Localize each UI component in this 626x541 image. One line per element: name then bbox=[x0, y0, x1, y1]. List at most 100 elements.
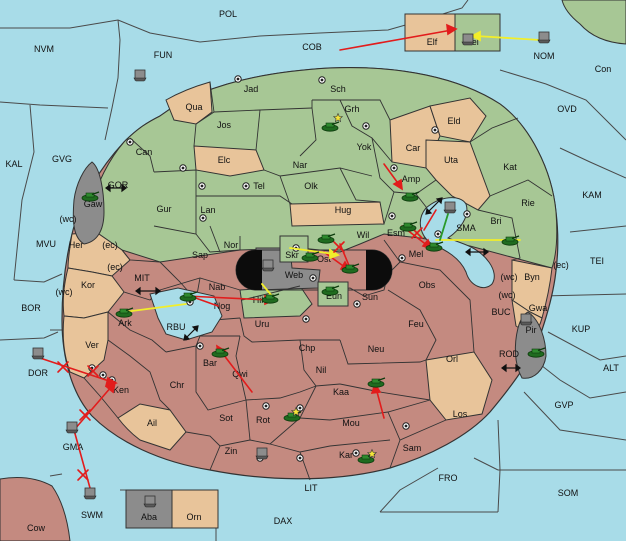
fleet-unit-icon[interactable] bbox=[65, 421, 79, 434]
support-arrow bbox=[289, 247, 335, 255]
region-label: FRO bbox=[439, 473, 458, 483]
army-unit-icon[interactable] bbox=[527, 347, 546, 358]
star-icon bbox=[332, 112, 344, 123]
region-ver[interactable] bbox=[62, 311, 109, 379]
army-unit-icon[interactable] bbox=[283, 411, 302, 422]
region-elc[interactable] bbox=[193, 145, 265, 177]
region-label: GVP bbox=[554, 400, 573, 410]
supply-center-dot bbox=[236, 77, 240, 81]
region-label: Nog bbox=[214, 301, 231, 311]
army-unit-icon[interactable] bbox=[179, 291, 198, 302]
army-unit-icon[interactable] bbox=[317, 233, 336, 244]
supply-center-dot bbox=[355, 302, 359, 306]
region-label: Car bbox=[406, 143, 421, 153]
fleet-unit-icon[interactable] bbox=[461, 33, 475, 46]
region-label: Zin bbox=[225, 446, 238, 456]
region-label: Orl bbox=[446, 354, 458, 364]
region-label: Web bbox=[285, 270, 303, 280]
fleet-unit-icon[interactable] bbox=[443, 201, 457, 214]
region-label: ROD bbox=[499, 349, 520, 359]
supply-center-dot bbox=[354, 451, 358, 455]
order-arrow bbox=[339, 243, 351, 269]
region-label: Rot bbox=[256, 415, 271, 425]
region-label: Mel bbox=[409, 249, 424, 259]
supply-center-dot bbox=[298, 406, 302, 410]
region-label: Ken bbox=[113, 385, 129, 395]
order-arrow bbox=[73, 385, 113, 431]
fleet-unit-icon[interactable] bbox=[31, 347, 45, 360]
army-unit-icon[interactable] bbox=[115, 307, 134, 318]
army-unit-icon[interactable] bbox=[321, 121, 340, 132]
region-gaw[interactable] bbox=[72, 161, 105, 245]
army-unit-icon[interactable] bbox=[261, 293, 280, 304]
region-label: Gaw bbox=[84, 199, 103, 209]
army-unit-icon[interactable] bbox=[399, 221, 418, 232]
supply-center-dot bbox=[244, 184, 248, 188]
region-cow[interactable] bbox=[0, 477, 71, 541]
army-unit-icon[interactable] bbox=[357, 453, 376, 464]
region-label: (wc) bbox=[499, 290, 516, 300]
supply-center-dot bbox=[311, 276, 315, 280]
region-label: Amp bbox=[402, 174, 421, 184]
supply-center-dot bbox=[298, 456, 302, 460]
region-label: Nor bbox=[224, 240, 239, 250]
region-label: (wc) bbox=[60, 214, 77, 224]
region-label: Pir bbox=[526, 325, 537, 335]
fleet-unit-icon[interactable] bbox=[261, 259, 275, 272]
region-label: (wc) bbox=[501, 272, 518, 282]
fleet-unit-icon[interactable] bbox=[133, 69, 147, 82]
supply-center-dot bbox=[198, 344, 202, 348]
region-label: Eun bbox=[326, 291, 342, 301]
army-unit-icon[interactable] bbox=[301, 251, 320, 262]
support-arrow bbox=[439, 213, 449, 241]
army-unit-icon[interactable] bbox=[81, 191, 100, 202]
region-label: Neu bbox=[368, 344, 385, 354]
fleet-unit-icon[interactable] bbox=[143, 495, 157, 508]
army-unit-icon[interactable] bbox=[341, 263, 360, 274]
region-pir[interactable] bbox=[514, 311, 547, 379]
region-label: Ark bbox=[118, 318, 132, 328]
supply-center-dot bbox=[101, 373, 105, 377]
army-unit-icon[interactable] bbox=[425, 241, 444, 252]
region-orn[interactable] bbox=[171, 489, 219, 529]
region-label: Aba bbox=[141, 512, 157, 522]
region-label: Her bbox=[69, 240, 84, 250]
region-label: Olk bbox=[304, 181, 318, 191]
region-label: Sun bbox=[362, 292, 378, 302]
region-label: Orn bbox=[186, 512, 201, 522]
region-label: (ec) bbox=[107, 262, 123, 272]
region-label: Chp bbox=[299, 343, 316, 353]
region-label: Los bbox=[453, 409, 468, 419]
region-ail[interactable] bbox=[117, 403, 187, 451]
army-unit-icon[interactable] bbox=[367, 377, 386, 388]
region-label: Jad bbox=[244, 84, 259, 94]
order-arrow bbox=[339, 29, 453, 51]
region-label: Can bbox=[136, 147, 153, 157]
region-con[interactable] bbox=[561, 0, 626, 45]
fleet-unit-icon[interactable] bbox=[255, 447, 269, 460]
region-label: POL bbox=[219, 9, 237, 19]
support-arrow bbox=[261, 283, 273, 297]
region-label: Bar bbox=[203, 358, 217, 368]
army-unit-icon[interactable] bbox=[211, 347, 230, 358]
region-label: Qua bbox=[185, 102, 202, 112]
order-arrow bbox=[219, 349, 253, 393]
region-label: SOM bbox=[558, 488, 579, 498]
region-label: Hug bbox=[335, 205, 352, 215]
region-label: Jos bbox=[217, 120, 232, 130]
fleet-unit-icon[interactable] bbox=[537, 31, 551, 44]
region-label: Esm bbox=[387, 228, 405, 238]
region-label: Uta bbox=[444, 155, 458, 165]
order-arrow bbox=[185, 295, 271, 301]
army-unit-icon[interactable] bbox=[501, 235, 520, 246]
fleet-unit-icon[interactable] bbox=[519, 313, 533, 326]
region-label: NOM bbox=[534, 51, 555, 61]
supply-center-dot bbox=[128, 140, 132, 144]
army-unit-icon[interactable] bbox=[401, 191, 420, 202]
region-label: GOR bbox=[108, 180, 129, 190]
fleet-unit-icon[interactable] bbox=[83, 487, 97, 500]
army-unit-icon[interactable] bbox=[321, 285, 340, 296]
star-icon bbox=[366, 448, 378, 459]
region-kor[interactable] bbox=[62, 267, 125, 319]
